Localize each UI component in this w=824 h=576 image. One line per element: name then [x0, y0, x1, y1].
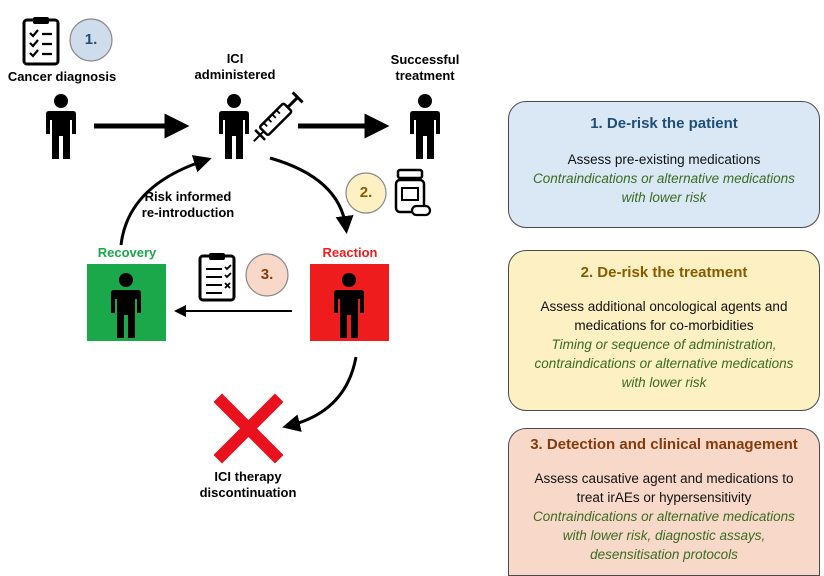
ici-administered-label: ICI administered: [194, 51, 276, 82]
derisk-treatment-body: Assess additional oncological agents and…: [540, 299, 788, 333]
discontinuation-label: ICI therapy discontinuation: [199, 469, 297, 500]
step-1-label: 1.: [84, 31, 98, 48]
detection-management-title: 3. Detection and clinical management: [530, 436, 798, 453]
medication-bottle-icon: [394, 168, 432, 217]
detection-management-italic: Contraindications or alternative medicat…: [533, 509, 795, 562]
successful-treatment-label: Successful treatment: [390, 52, 460, 83]
person-icon-diagnosis: [46, 94, 76, 159]
detection-management-box: 3. Detection and clinical management Ass…: [508, 428, 820, 576]
arrow-reintroduction: [119, 155, 212, 246]
derisk-treatment-box: 2. De-risk the treatment Assess addition…: [508, 250, 820, 411]
arrow-reaction-to-discontinuation: [282, 356, 358, 432]
derisk-patient-body: Assess pre-existing medications: [567, 152, 761, 167]
arrow-ici-to-reaction: [269, 156, 354, 234]
detection-management-body: Assess causative agent and medications t…: [534, 471, 794, 505]
derisk-treatment-italic: Timing or sequence of administration, co…: [534, 337, 794, 390]
clipboard-icon: [22, 17, 60, 66]
person-icon-ici: [219, 94, 249, 159]
step-2-label: 2.: [359, 184, 373, 201]
person-icon-success: [410, 94, 440, 159]
derisk-treatment-title: 2. De-risk the treatment: [580, 264, 748, 281]
derisk-patient-box: 1. De-risk the patient Assess pre-existi…: [508, 101, 820, 228]
step-3-circle: [245, 253, 289, 297]
reaction-label: Reaction: [322, 245, 378, 260]
step-1-circle: [69, 18, 113, 62]
discontinue-x-icon: [213, 393, 284, 464]
checklist-icon: [198, 253, 236, 302]
cancer-diagnosis-label: Cancer diagnosis: [7, 69, 117, 84]
derisk-patient-title: 1. De-risk the patient: [590, 115, 738, 132]
risk-informed-label: Risk informed re-introduction: [141, 189, 235, 220]
recovery-label: Recovery: [97, 245, 157, 260]
step-2-circle: [345, 172, 387, 214]
derisk-patient-italic: Contraindications or alternative medicat…: [533, 171, 795, 205]
step-3-label: 3.: [260, 266, 274, 283]
syringe-icon: [253, 91, 304, 142]
